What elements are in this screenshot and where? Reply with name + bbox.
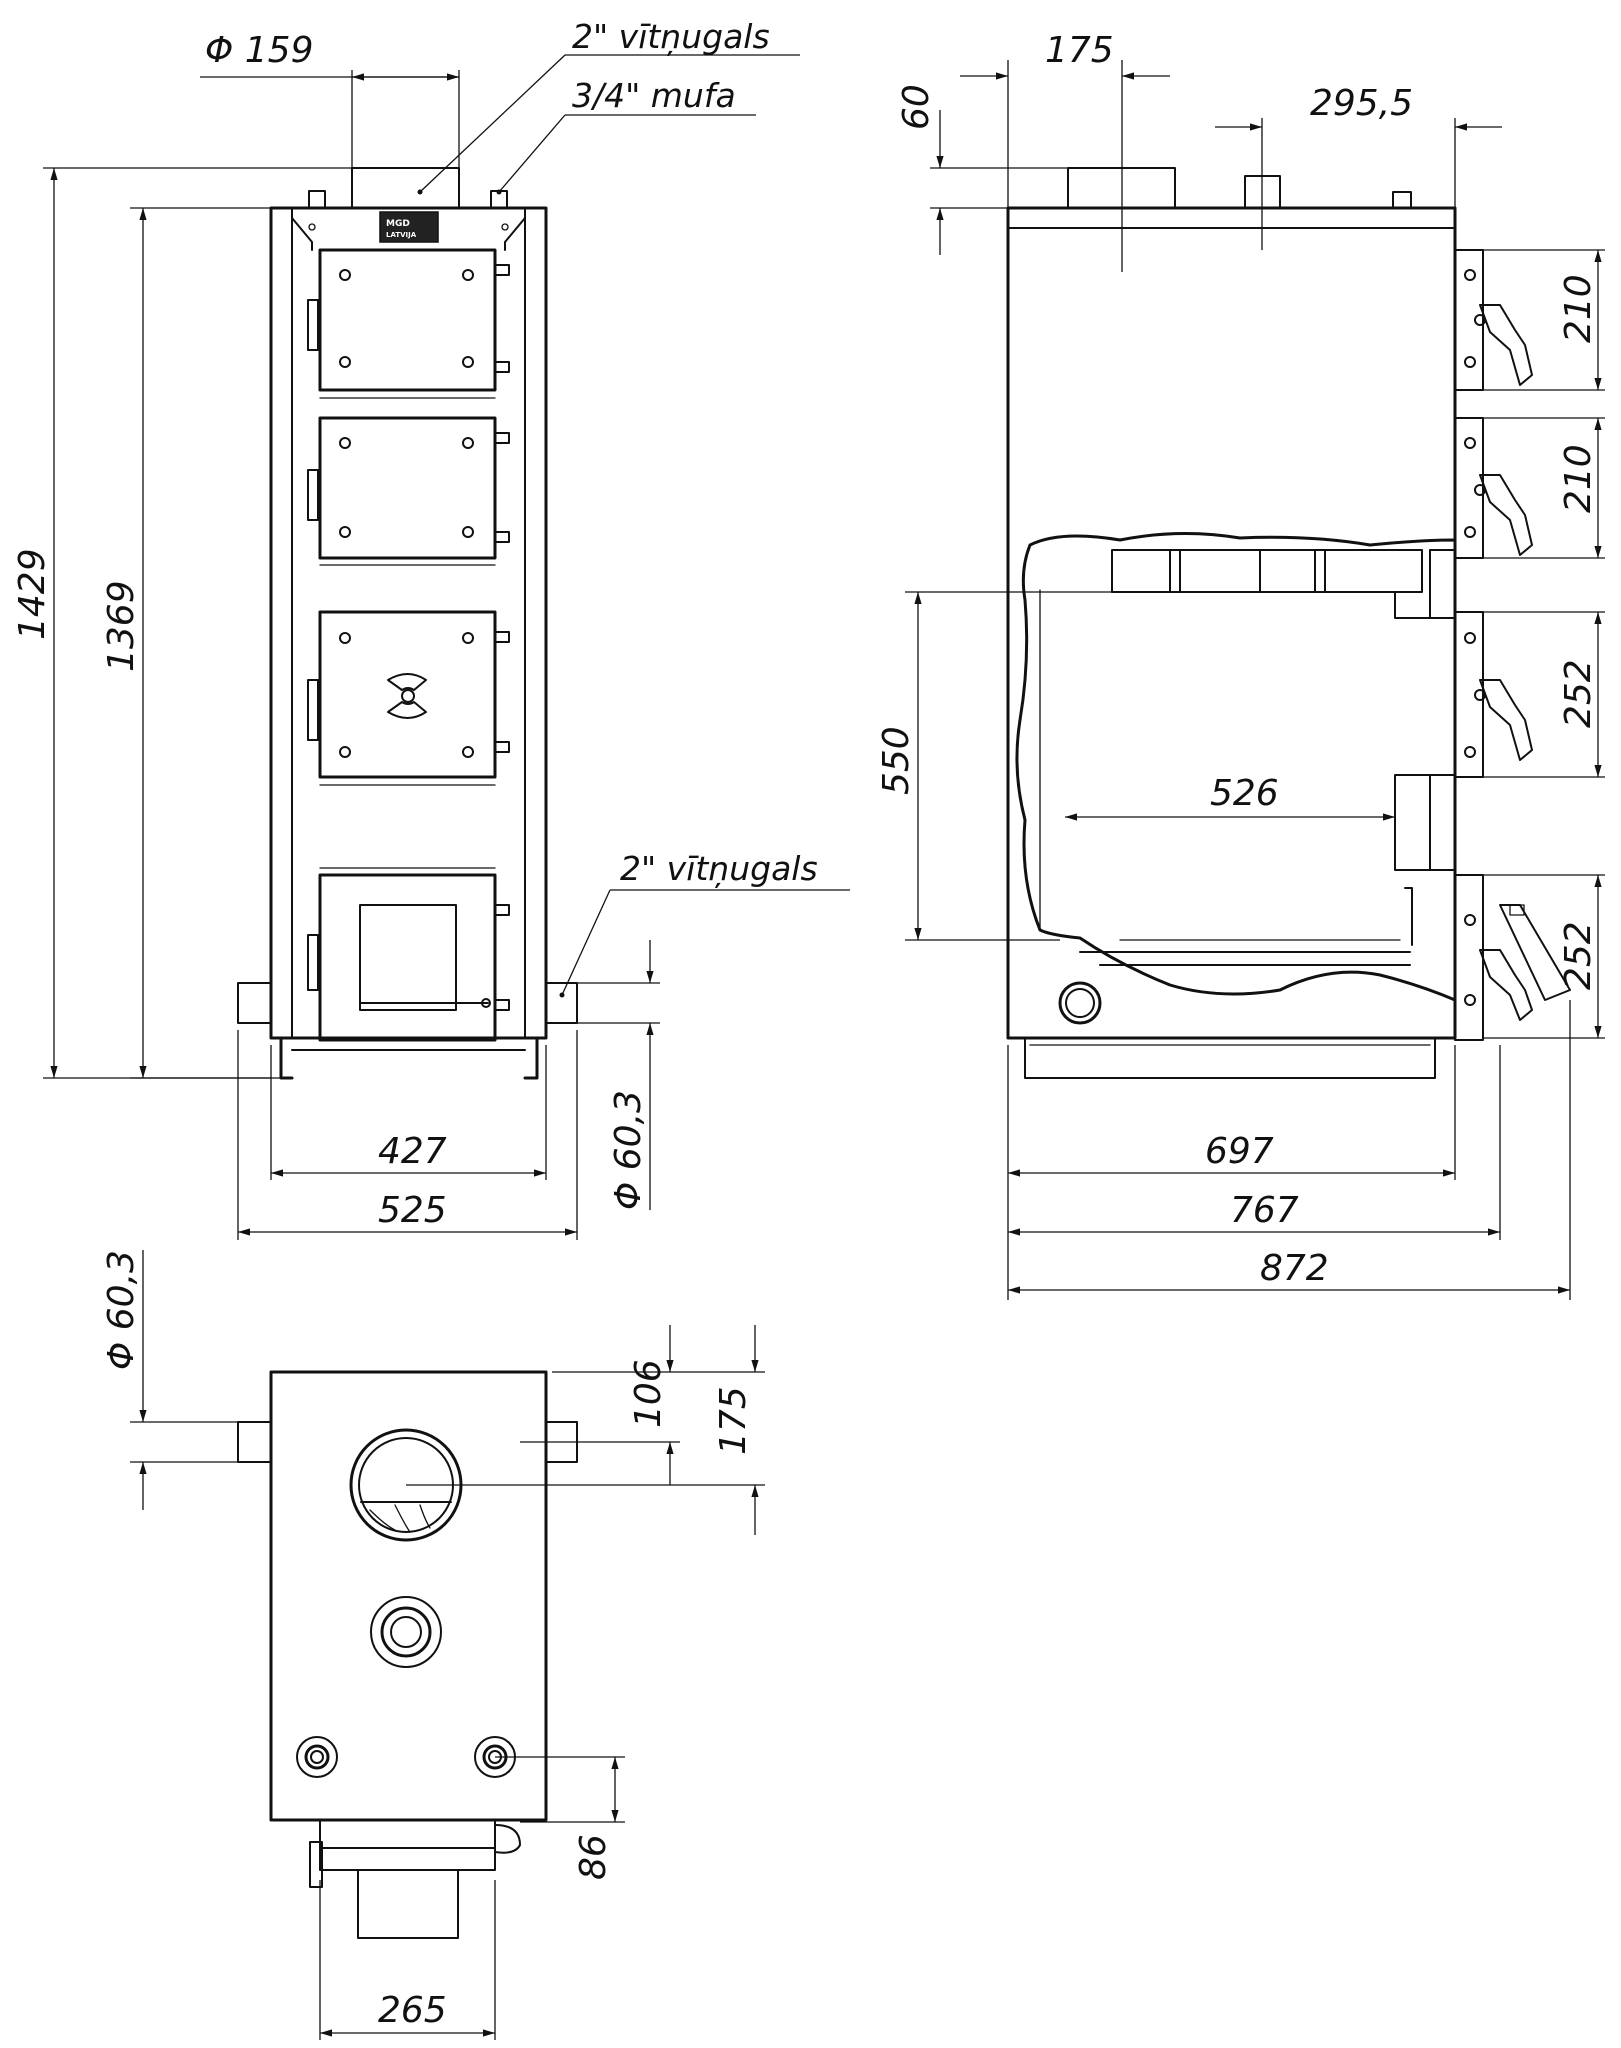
dim-252-a: 252 xyxy=(1558,659,1599,728)
dim-phi-159: Φ 159 xyxy=(205,30,314,71)
svg-text:MGD: MGD xyxy=(386,219,410,229)
dim-872: 872 xyxy=(1260,1248,1329,1289)
manufacturer-logo xyxy=(379,211,439,243)
dim-550: 550 xyxy=(876,726,917,795)
front-door-4 xyxy=(307,873,510,1042)
front-door-1 xyxy=(307,248,510,392)
dim-525: 525 xyxy=(378,1190,447,1231)
side-door-3 xyxy=(1454,611,1533,778)
svg-text:LATVIJA: LATVIJA xyxy=(386,231,417,239)
dim-106: 106 xyxy=(628,1359,669,1428)
front-door-3 xyxy=(307,610,510,779)
plan-view xyxy=(237,1370,578,1939)
dim-175-plan: 175 xyxy=(713,1386,754,1455)
front-view-dimensions: Φ 159 2" vītņugals 3/4" mufa 1429 1369 4… xyxy=(12,17,850,1240)
front-flue-pipe xyxy=(351,167,460,209)
label-thread-bottom: 2" vītņugals xyxy=(620,849,818,888)
dim-1429: 1429 xyxy=(12,548,53,640)
dim-1369: 1369 xyxy=(101,580,142,672)
left-pipe-stub xyxy=(237,982,272,1024)
side-view xyxy=(1006,167,1571,1079)
front-body-outline xyxy=(269,206,548,1040)
side-door-1 xyxy=(1454,249,1533,391)
plan-middle-fitting xyxy=(370,1596,442,1668)
dim-767: 767 xyxy=(1230,1190,1299,1231)
side-door-4 xyxy=(1454,874,1571,1041)
front-door-2 xyxy=(307,416,510,560)
firebox-cutaway xyxy=(1015,531,1457,1002)
right-pipe-stub xyxy=(545,982,578,1024)
side-door-2 xyxy=(1454,417,1533,559)
label-coupling: 3/4" mufa xyxy=(572,76,736,115)
dim-phi-60-side: Φ 60,3 xyxy=(608,1090,649,1210)
dim-526: 526 xyxy=(1210,773,1279,814)
front-view: MGD LATVIJA xyxy=(237,167,578,1080)
dim-phi-60-plan: Φ 60,3 xyxy=(101,1250,142,1370)
dim-265: 265 xyxy=(378,1990,447,2031)
plan-view-dimensions: Φ 60,3 106 175 86 265 xyxy=(101,1250,765,2040)
dim-86: 86 xyxy=(573,1834,614,1880)
dim-60: 60 xyxy=(896,84,937,130)
dim-295-5: 295,5 xyxy=(1310,83,1413,124)
dim-175-top: 175 xyxy=(1045,30,1114,71)
dim-427: 427 xyxy=(378,1131,447,1172)
dim-697: 697 xyxy=(1205,1131,1274,1172)
dim-210-a: 210 xyxy=(1558,274,1599,343)
dim-252-b: 252 xyxy=(1558,921,1599,990)
side-view-dimensions: 175 295,5 60 210 210 252 252 550 xyxy=(876,30,1605,1300)
side-doors xyxy=(1454,249,1571,1041)
dim-210-b: 210 xyxy=(1558,444,1599,513)
air-regulator-icon xyxy=(387,673,427,719)
label-thread-top: 2" vītņugals xyxy=(572,17,770,56)
side-return-pipe xyxy=(1058,981,1102,1025)
